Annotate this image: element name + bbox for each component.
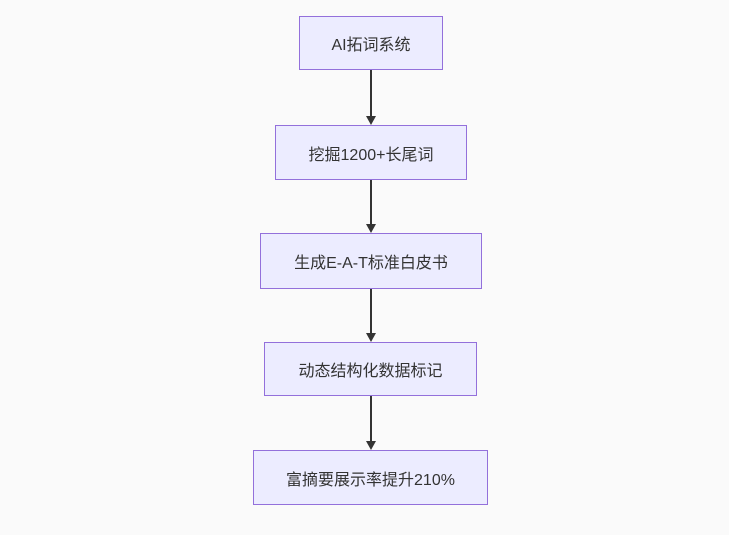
- arrowhead-down-icon: [366, 224, 376, 233]
- arrowhead-down-icon: [366, 116, 376, 125]
- flow-edge-4: [365, 396, 377, 450]
- flow-node-label: AI拓词系统: [331, 37, 411, 54]
- edge-line: [370, 70, 372, 116]
- flow-node-label: 动态结构化数据标记: [298, 363, 443, 380]
- flow-node-longtail-keywords: 挖掘1200+长尾词: [275, 125, 467, 180]
- flow-edge-1: [365, 70, 377, 125]
- flow-node-ai-keyword-system: AI拓词系统: [299, 16, 443, 70]
- flow-node-label: 生成E-A-T标准白皮书: [294, 255, 448, 272]
- arrowhead-down-icon: [366, 441, 376, 450]
- flow-edge-3: [365, 289, 377, 342]
- edge-line: [370, 180, 372, 224]
- flow-node-eat-whitepaper: 生成E-A-T标准白皮书: [260, 233, 482, 289]
- flow-node-rich-snippet-uplift: 富摘要展示率提升210%: [253, 450, 488, 505]
- flow-node-label: 富摘要展示率提升210%: [286, 471, 455, 489]
- edge-line: [370, 396, 372, 441]
- edge-line: [370, 289, 372, 333]
- flow-node-structured-data-markup: 动态结构化数据标记: [264, 342, 477, 396]
- flow-node-label: 挖掘1200+长尾词: [308, 146, 434, 164]
- flow-edge-2: [365, 180, 377, 233]
- arrowhead-down-icon: [366, 333, 376, 342]
